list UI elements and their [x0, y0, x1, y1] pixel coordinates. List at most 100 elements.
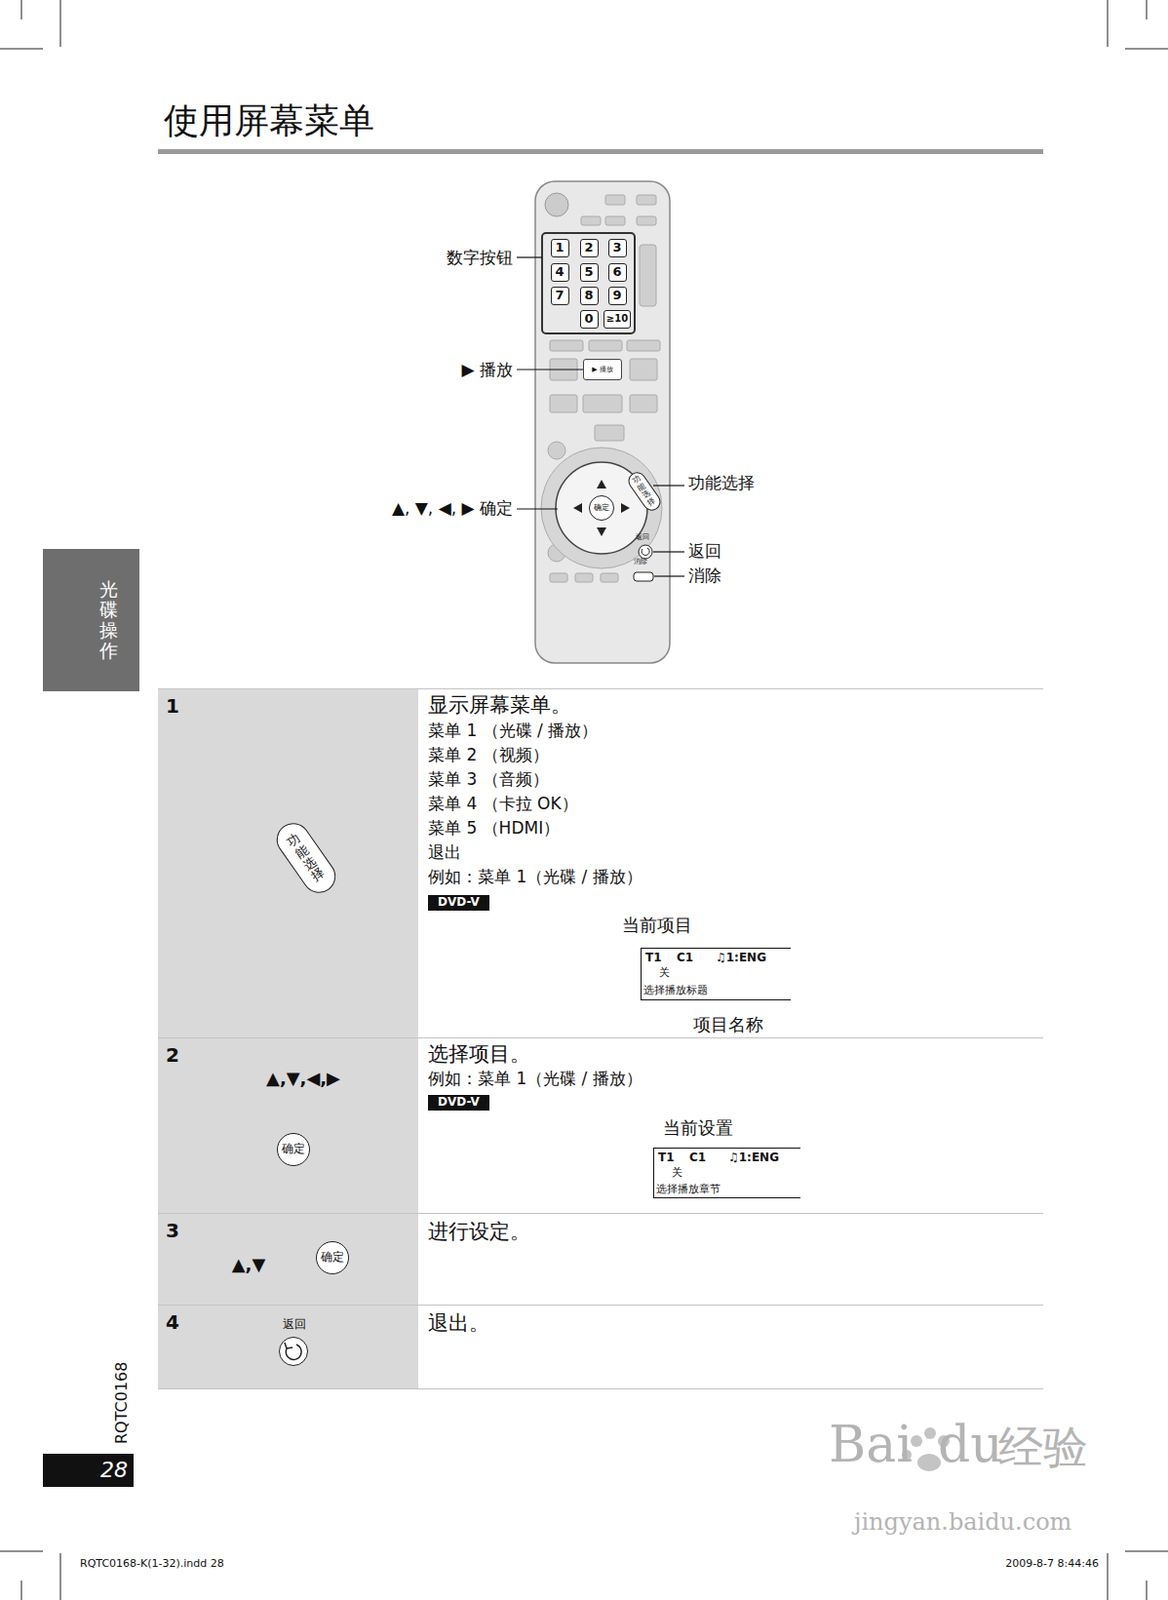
disc-badge: DVD-V — [428, 1094, 490, 1111]
node-text: 选择项目。 — [428, 1042, 531, 1066]
node-text: 选择播放章节 — [656, 1183, 721, 1197]
node-text: 显示屏幕菜单。 — [428, 693, 572, 717]
button-caption: 返回 — [635, 533, 650, 542]
node-text: ♫1:ENG — [728, 1151, 779, 1166]
number-key: 2 — [580, 238, 599, 258]
node-text: 光碟操作 — [99, 579, 118, 662]
return-symbol — [273, 1331, 313, 1371]
osd-screen: T1 C1 ♫1:ENG 关选择播放章节 — [653, 1147, 801, 1199]
node-text: 例如：菜单 1（光碟 / 播放） — [428, 867, 643, 888]
node-text: T1 — [645, 951, 662, 966]
node-text: 菜单 3 （音频） — [428, 770, 549, 790]
callout-label: 当前项目 — [622, 915, 693, 936]
function-button-icon: 功能选择 — [270, 816, 343, 899]
node-text: 1 — [165, 695, 180, 718]
number-key: ≥10 — [603, 310, 631, 329]
button-symbols: ▲,▼,◀,▶ — [266, 1068, 341, 1090]
watermark: jingyan.baidu.com — [854, 1509, 1072, 1537]
side-tab: 光碟操作 — [42, 548, 140, 692]
node-text: 关 — [671, 1167, 683, 1180]
step-row: 3 进行设定。确定 — [157, 1213, 1044, 1306]
number-key: 1 — [550, 238, 570, 258]
osd-screen: T1 C1 ♫1:ENG 关选择播放标题 — [640, 947, 791, 1001]
node-text: 3 — [165, 1219, 180, 1243]
document-code: RQTC0168 — [113, 1362, 131, 1444]
return-button-icon: 返回 — [278, 1336, 309, 1366]
node-text: 菜单 4 （卡拉 OK） — [428, 794, 579, 815]
node-text: C1 — [676, 951, 694, 966]
page-title: 使用屏幕菜单 — [163, 97, 375, 146]
node-text: 退出 — [428, 843, 462, 863]
node-text: 菜单 1 （光碟 / 播放） — [428, 721, 598, 741]
node-text: 返回 — [282, 1318, 307, 1332]
node-text: ♫1:ENG — [715, 951, 767, 966]
enter-button-icon: 确定 — [315, 1241, 350, 1275]
watermark: 经验 — [998, 1421, 1089, 1474]
number-key: 0 — [580, 310, 599, 329]
button-symbols: ▲,▼ — [232, 1254, 267, 1276]
number-key: 6 — [608, 263, 627, 282]
callout-label: ▶ 播放 — [462, 360, 513, 381]
callout-label: 项目名称 — [693, 1014, 764, 1036]
node-text: 确定 — [593, 503, 610, 512]
node-text: 退出。 — [428, 1311, 490, 1335]
node-text: C1 — [689, 1151, 706, 1166]
node-text: 5 — [584, 265, 593, 280]
node-text: 4 — [165, 1311, 180, 1334]
callout-label: 当前设置 — [662, 1118, 734, 1139]
number-key: 7 — [550, 286, 570, 306]
node-text: T1 — [658, 1151, 675, 1166]
node-text: 功能选择 — [284, 831, 327, 885]
node-text: 0 — [584, 311, 593, 327]
title-rule — [157, 149, 1044, 155]
node-text: 菜单 2 （视频） — [428, 745, 549, 766]
print-footer: 2009-8-7 8:44:46 — [1005, 1557, 1099, 1571]
node-text: ≥10 — [606, 312, 628, 325]
callout-label: 数字按钮 — [446, 248, 513, 269]
node-text: 7 — [554, 288, 564, 304]
node-text: 6 — [612, 265, 622, 280]
step-row: 2 选择项目。例如：菜单 1（光碟 / 播放） 确定 DVD-V T1 C1 ♫1:ENG 关… — [157, 1038, 1044, 1214]
node-text: 9 — [612, 288, 622, 304]
callout-label: 返回 — [688, 542, 722, 562]
node-text: 例如：菜单 1（光碟 / 播放） — [428, 1069, 643, 1090]
enter-button: 确定 — [588, 495, 615, 521]
print-footer: RQTC0168-K(1-32).indd 28 — [79, 1557, 225, 1571]
node-text: 1 — [554, 240, 564, 256]
remote-control — [535, 181, 670, 663]
node-text: 选择播放标题 — [643, 984, 708, 998]
play-button: ▶ 播放 — [583, 358, 623, 381]
watermark: du — [937, 1415, 1004, 1475]
osd-frame — [653, 1147, 804, 1199]
page-number: 28 — [42, 1453, 134, 1487]
node-text: ▶ 播放 — [591, 365, 614, 374]
watermark: Bai — [828, 1415, 913, 1475]
node-text: DVD-V — [437, 1095, 480, 1110]
disc-badge: DVD-V — [428, 895, 490, 911]
node-text: DVD-V — [437, 895, 480, 910]
node-text: 进行设定。 — [428, 1219, 531, 1244]
node-text: 3 — [612, 240, 622, 256]
node-text: 菜单 5 （HDMI） — [428, 818, 560, 839]
osd-frame — [640, 946, 794, 1000]
node-text: 8 — [584, 288, 593, 304]
callout-label: 消除 — [688, 566, 722, 586]
number-key: 4 — [550, 263, 570, 282]
number-key: 8 — [580, 286, 599, 306]
step-row: 1 显示屏幕菜单。菜单 1 （光碟 / 播放） 菜单 2 （视频） 菜单 3 （音频）… — [157, 688, 1044, 1039]
node-text: 2 — [165, 1044, 180, 1067]
callout-label: ▲, ▼, ◀, ▶ 确定 — [391, 499, 513, 519]
node-text: 4 — [554, 265, 564, 280]
button-caption: 消除 — [633, 557, 648, 566]
node-text: 确定 — [281, 1142, 306, 1157]
number-key: 9 — [608, 286, 627, 306]
number-key: 3 — [608, 238, 627, 258]
number-key: 5 — [580, 263, 599, 282]
node-text: 28 — [100, 1457, 128, 1482]
node-text: 确定 — [320, 1250, 345, 1265]
enter-button-icon: 确定 — [276, 1132, 311, 1167]
node-text: 2 — [584, 240, 593, 256]
node-text: 关 — [659, 967, 670, 980]
